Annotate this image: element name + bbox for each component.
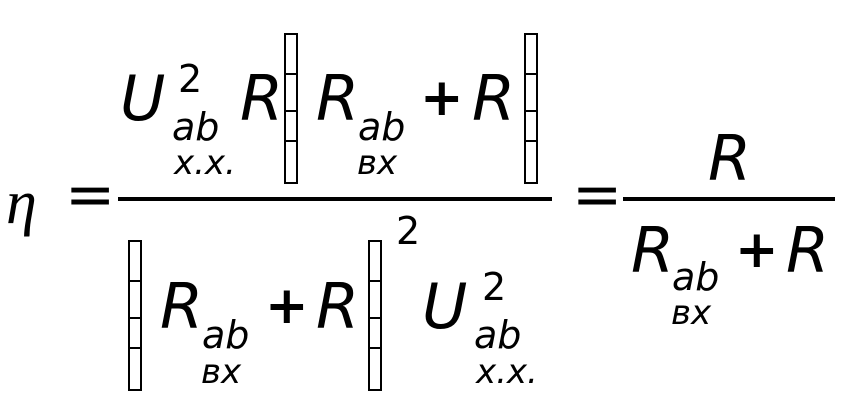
r-input-subscript-vh: вх: [357, 143, 398, 183]
r-input-den-subscript-vh: вх: [201, 352, 242, 392]
bracket-exponent: 2: [396, 209, 421, 253]
r-input-den-subscript-ab: ab: [202, 313, 250, 357]
u-symbol: U: [120, 62, 166, 135]
bracket-close-2: [368, 240, 382, 391]
equals-sign-1: =: [65, 160, 116, 230]
r-load-den-2: R: [786, 214, 830, 287]
r-input-den-2-subscript-vh: вх: [671, 293, 712, 333]
bracket-close-1: [524, 33, 538, 184]
r-input-den-2-subscript-ab: ab: [672, 255, 720, 299]
fraction-bar-2: [623, 197, 835, 201]
u-subscript-xx: x.x.: [174, 143, 236, 183]
eta-symbol: η: [6, 169, 37, 237]
plus-sign-3: +: [735, 220, 779, 280]
r-input-subscript-ab: ab: [358, 105, 406, 149]
u-den-exponent: 2: [482, 265, 507, 309]
r-load-den: R: [316, 270, 360, 343]
u-den-subscript-xx: x.x.: [476, 352, 538, 392]
u-subscript-ab: ab: [172, 105, 220, 149]
u-den-subscript-ab: ab: [474, 313, 522, 357]
equals-sign-2: =: [572, 160, 623, 230]
bracket-open-1: [284, 33, 298, 184]
r-input-den: R: [160, 270, 204, 343]
plus-sign-1: +: [420, 68, 464, 128]
r-numerator-2: R: [708, 122, 752, 195]
plus-sign-2: +: [265, 276, 309, 336]
u-exponent: 2: [178, 57, 203, 101]
bracket-open-2: [128, 240, 142, 391]
u-den-symbol: U: [422, 270, 468, 343]
fraction-bar-1: [118, 197, 552, 201]
r-load-2: R: [472, 62, 516, 135]
r-input-den-2: R: [631, 214, 675, 287]
r-load: R: [240, 62, 284, 135]
r-input: R: [316, 62, 360, 135]
